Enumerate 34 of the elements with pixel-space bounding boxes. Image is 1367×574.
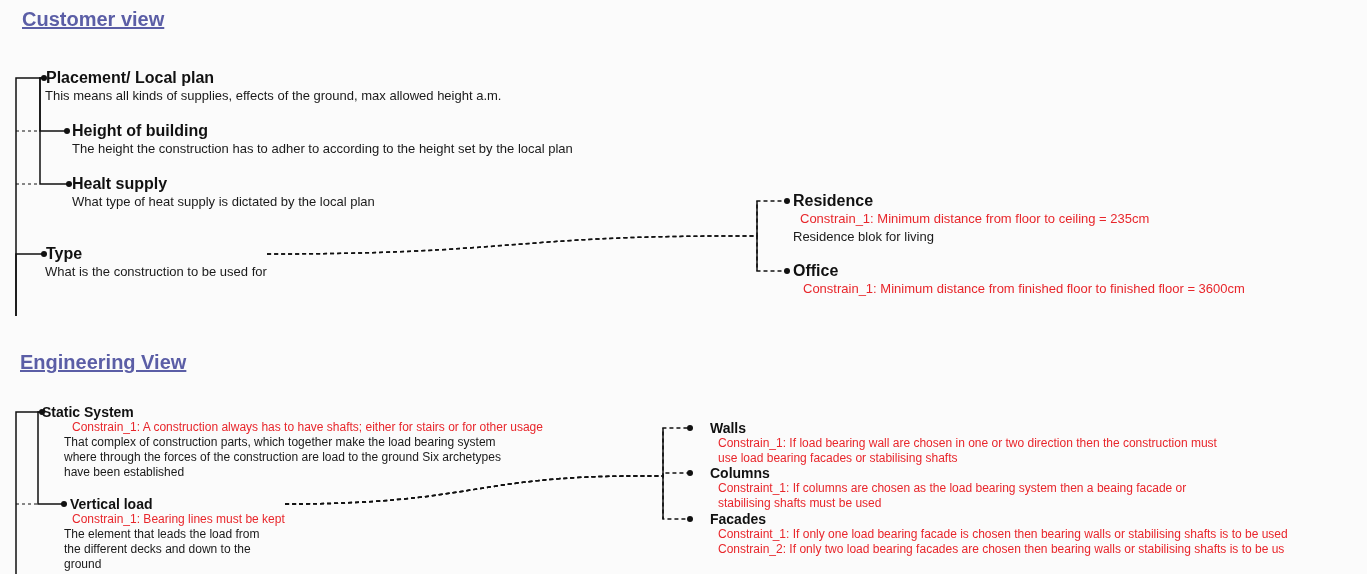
constraint-text: Constraint_1: If columns are chosen as the load bearing system then a beaing facade or stabilising shafts must be used [717, 481, 1188, 511]
section-title: Engineering View [20, 351, 187, 374]
constraint-text: Constraint_1: If only one load bearing facade is chosen then bearing walls or stabilising shafts is to be used [717, 527, 1288, 542]
node-heading: Height of building [71, 122, 208, 140]
connector-line [39, 77, 72, 187]
constraint-text: Constrain_1: A construction always has to have shafts; either for stairs or for other usage [71, 420, 543, 435]
node-heading: Healt supply [71, 175, 168, 193]
node-heading: Vertical load [69, 496, 153, 512]
node-heading: Office [792, 262, 839, 280]
description-text: What is the construction to be used for [44, 263, 267, 281]
node-heading: Placement/ Local plan [45, 69, 215, 87]
node-heading: Columns [709, 465, 770, 481]
constraint-text: Constrain_1: Bearing lines must be kept [71, 512, 285, 527]
constraint-text: Constrain_1: Minimum distance from finished floor to finished floor = 3600cm [802, 280, 1245, 298]
description-text: Residence blok for living [792, 228, 934, 246]
constraint-text: Constrain_2: If only two load bearing facades are chosen then bearing walls or stabilising shafts is to be us [717, 542, 1285, 557]
description-text: The element that leads the load from the different decks and down to the ground [64, 527, 261, 572]
dashed-connector [266, 235, 790, 274]
connector-line [37, 411, 67, 507]
node-heading: Facades [709, 511, 767, 527]
node-heading: Static System [42, 404, 134, 420]
dashed-connector [284, 475, 693, 522]
node-heading: Type [45, 245, 83, 263]
description-text: What type of heat supply is dictated by the local plan [71, 193, 375, 211]
connector-line [15, 251, 47, 317]
description-text: That complex of construction parts, which together make the load bearing system where through the forces of the construction are load to the ground Six archetypes have been established [63, 435, 502, 480]
node-heading: Residence [792, 192, 874, 210]
node-heading: Walls [709, 420, 747, 436]
section-title: Customer view [22, 8, 165, 31]
connector-line [15, 409, 45, 574]
constraint-text: Constrain_1: Minimum distance from floor to ceiling = 235cm [799, 210, 1150, 228]
description-text: The height the construction has to adher to according to the height set by the local plan [71, 140, 573, 158]
constraint-text: Constrain_1: If load bearing wall are chosen in one or two direction then the construction must use load bearing facades or stabilising shafts [717, 436, 1218, 466]
description-text: This means all kinds of supplies, effects of the ground, max allowed height a.m. [44, 87, 502, 105]
